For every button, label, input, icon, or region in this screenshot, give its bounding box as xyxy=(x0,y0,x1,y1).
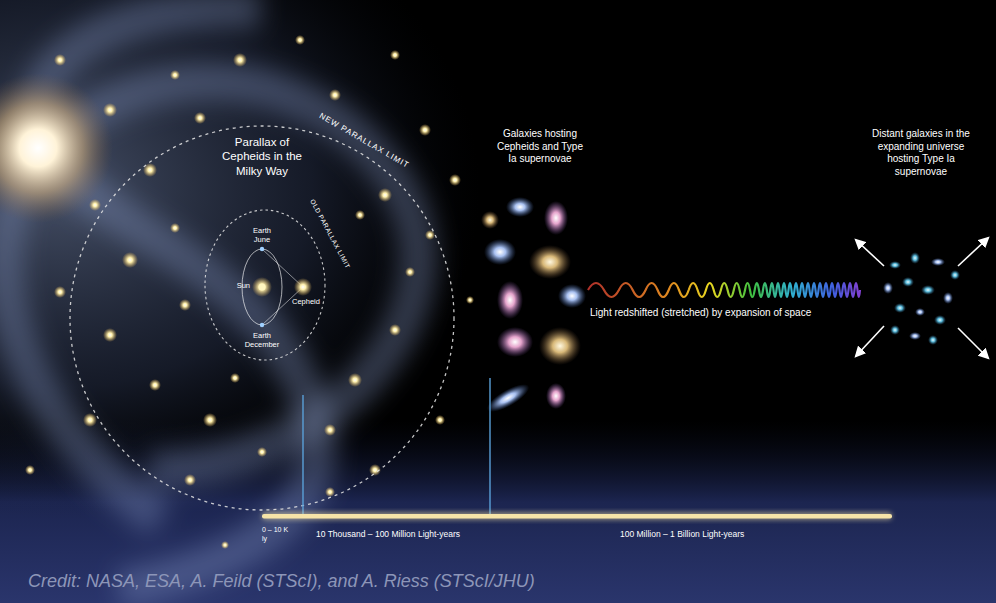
scale-label: 100 Million – 1 Billion Light-years xyxy=(620,529,820,540)
star-label: Cepheid xyxy=(284,297,328,306)
scale-label: 0 – 10 K ly xyxy=(262,526,294,544)
region-title: Parallax of Cepheids in the Milky Way xyxy=(214,135,310,178)
orbit-label: Earth June xyxy=(245,226,279,245)
group-label: Distant galaxies in the expanding univer… xyxy=(862,128,980,178)
credit-caption: Credit: NASA, ESA, A. Feild (STScI), and… xyxy=(28,570,535,593)
group-label: Galaxies hosting Cepheids and Type Ia su… xyxy=(492,128,588,166)
wave-label: Light redshifted (stretched) by expansio… xyxy=(590,307,850,320)
orbit-label: Earth December xyxy=(239,331,285,350)
scale-label: 10 Thousand – 100 Million Light-years xyxy=(316,529,516,540)
sun-label: Sun xyxy=(220,281,250,290)
